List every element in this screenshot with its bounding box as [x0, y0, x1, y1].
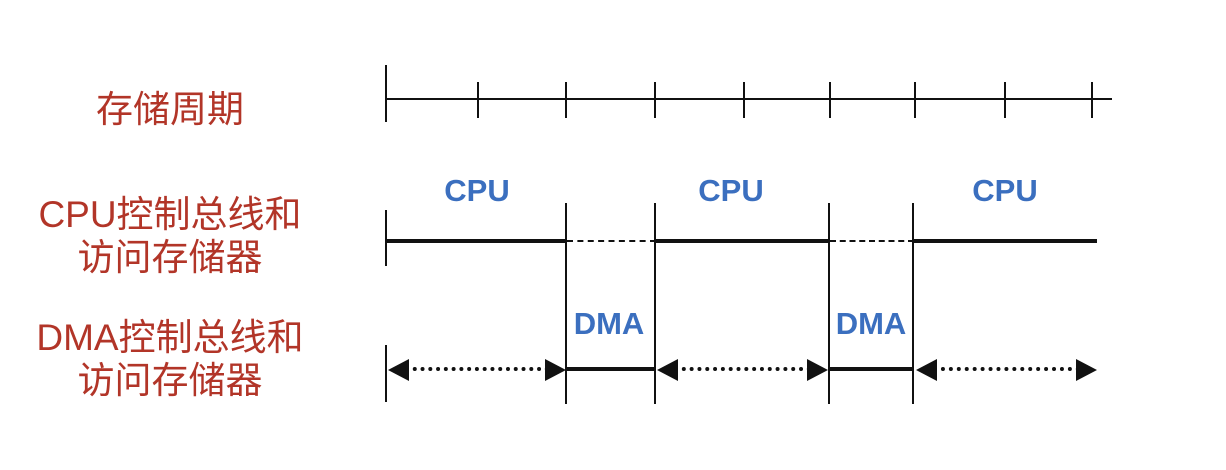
- cpu-bus-active-segment: [656, 239, 830, 243]
- row-caption-cpu-bus-line2: 访问存储器: [77, 237, 263, 278]
- dotted-span-line: [933, 367, 1080, 371]
- axis-start-tick: [385, 65, 387, 122]
- axis-tick: [743, 82, 745, 118]
- memory-cycle-axis: [386, 98, 1112, 100]
- arrowhead-left-icon: [388, 359, 409, 381]
- row-caption-cpu-bus-line1: CPU控制总线和: [38, 194, 302, 235]
- cpu-bus-released-segment: [567, 240, 656, 242]
- row-caption-memory-cycle: 存储周期: [96, 89, 244, 130]
- cycle-boundary-line: [912, 203, 914, 404]
- cpu-segment-label: CPU: [444, 173, 510, 208]
- arrowhead-right-icon: [545, 359, 566, 381]
- dma-segment-label: DMA: [573, 306, 645, 341]
- axis-tick: [1091, 82, 1093, 118]
- dma-idle-span-arrow: [916, 358, 1097, 382]
- row-caption-dma-bus-line2: 访问存储器: [77, 360, 263, 401]
- cpu-bus-active-segment: [914, 239, 1097, 243]
- cpu-bus-released-segment: [830, 240, 914, 242]
- row-caption-dma-bus-line1: DMA控制总线和: [36, 317, 304, 358]
- axis-tick: [654, 82, 656, 118]
- cycle-boundary-line: [565, 203, 567, 404]
- axis-tick: [829, 82, 831, 118]
- dma-idle-span-arrow: [657, 358, 828, 382]
- dma-transfer-segment: [566, 367, 655, 371]
- row-caption-dma-bus: DMA控制总线和 访问存储器: [0, 316, 340, 402]
- dotted-span-line: [674, 367, 811, 371]
- cpu-segment-label: CPU: [698, 173, 764, 208]
- axis-tick: [914, 82, 916, 118]
- arrowhead-left-icon: [657, 359, 678, 381]
- arrowhead-right-icon: [1076, 359, 1097, 381]
- cpu-bus-active-segment: [387, 239, 567, 243]
- dotted-span-line: [405, 367, 549, 371]
- axis-tick: [565, 82, 567, 118]
- cpu-row-start-tick: [385, 210, 387, 266]
- arrowhead-right-icon: [807, 359, 828, 381]
- cpu-segment-label: CPU: [972, 173, 1038, 208]
- dma-transfer-segment: [829, 367, 913, 371]
- axis-tick: [477, 82, 479, 118]
- dma-row-start-tick: [385, 345, 387, 402]
- cycle-boundary-line: [654, 203, 656, 404]
- row-caption-cpu-bus: CPU控制总线和 访问存储器: [0, 193, 340, 279]
- dma-idle-span-arrow: [388, 358, 566, 382]
- dma-segment-label: DMA: [835, 306, 907, 341]
- cycle-boundary-line: [828, 203, 830, 404]
- arrowhead-left-icon: [916, 359, 937, 381]
- axis-tick: [1004, 82, 1006, 118]
